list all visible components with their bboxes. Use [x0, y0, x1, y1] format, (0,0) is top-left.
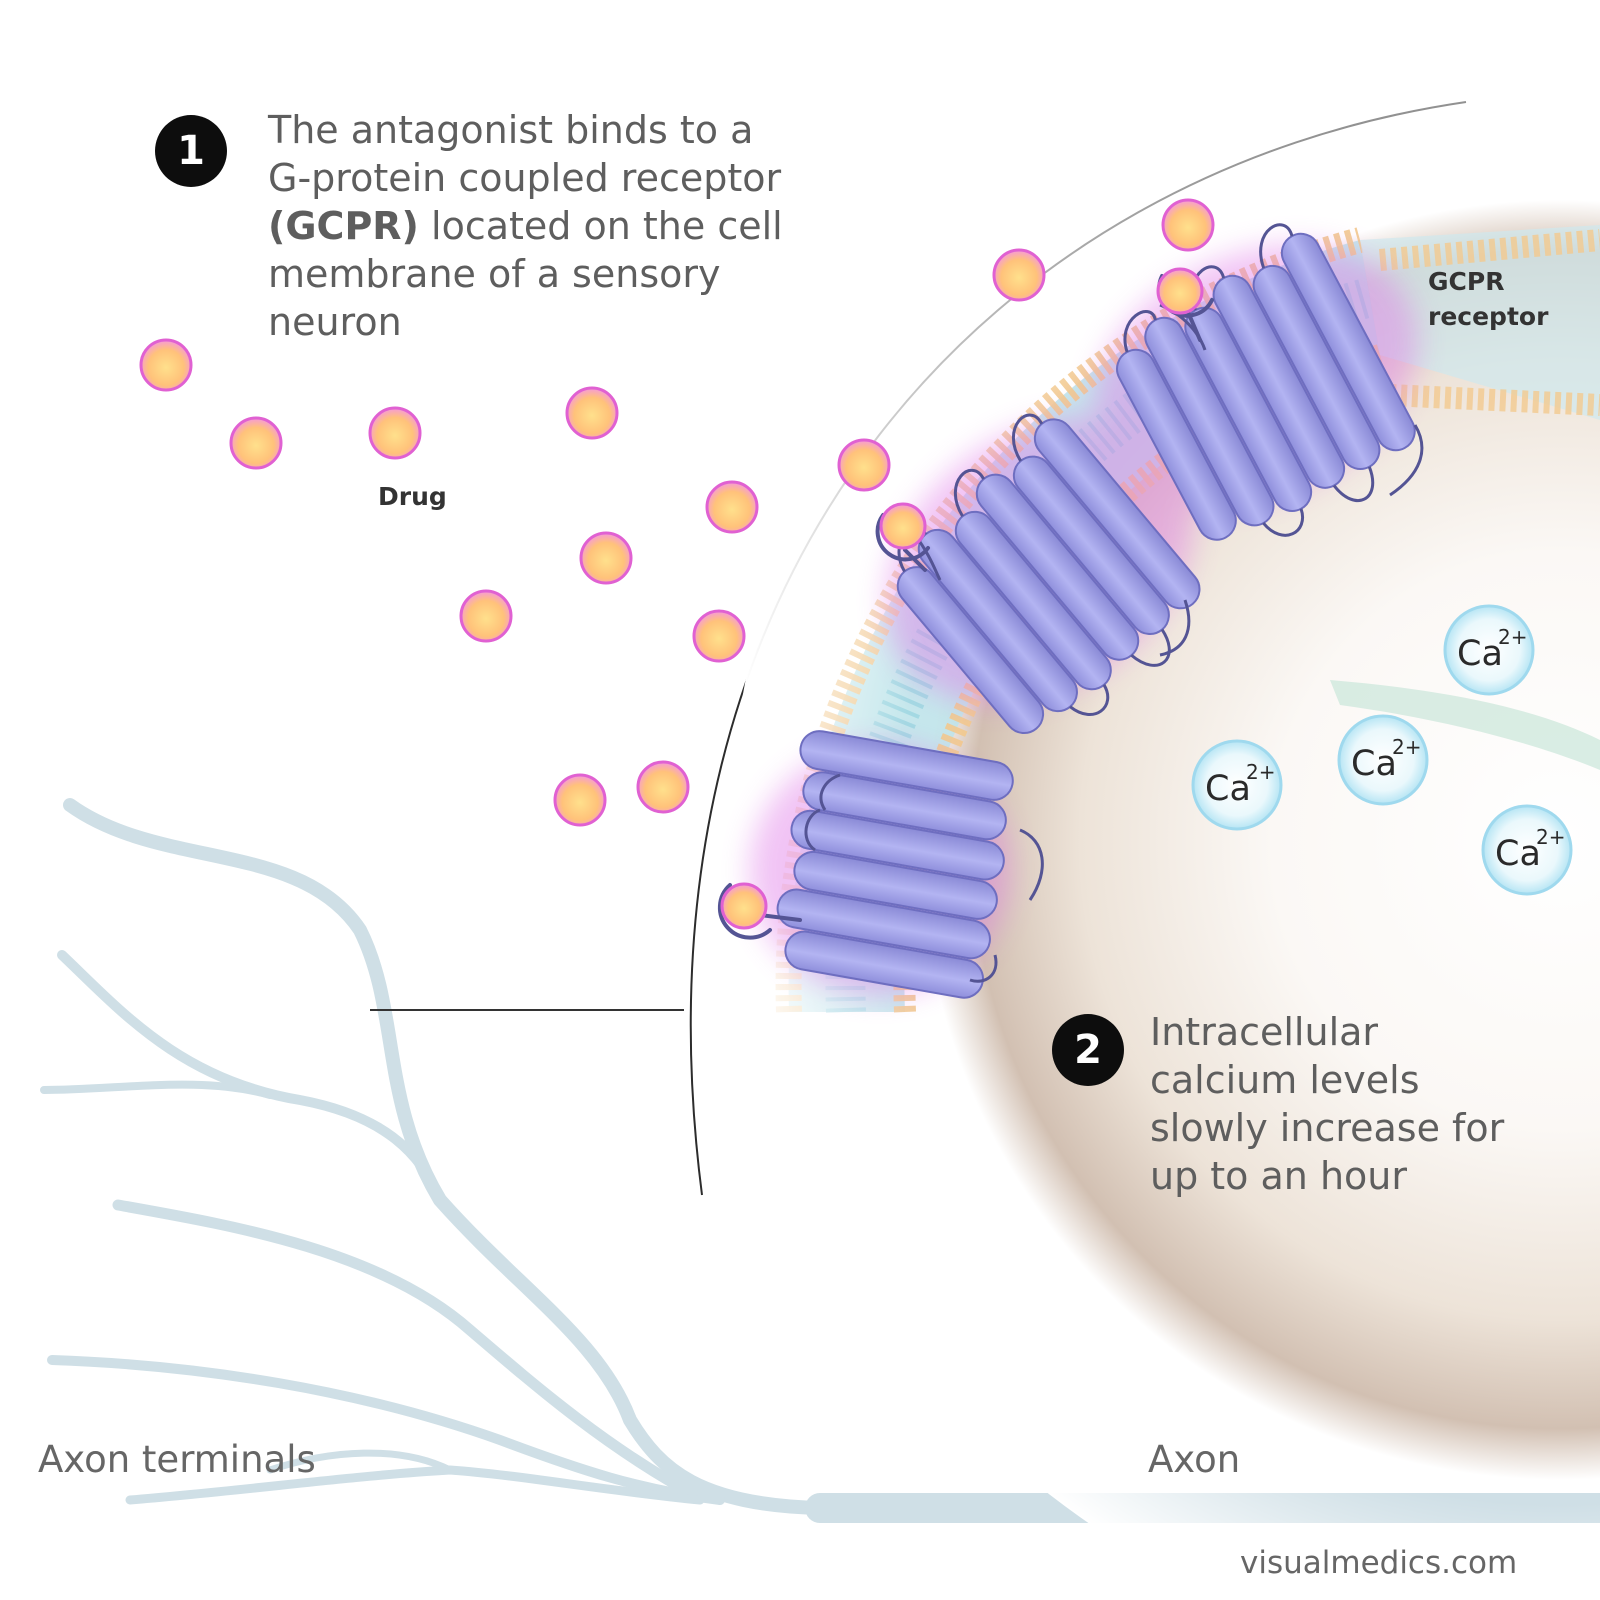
- ion-charge: 2+: [1246, 760, 1275, 784]
- ion-symbol: Ca: [1351, 744, 1397, 784]
- ion-charge: 2+: [1392, 735, 1421, 759]
- ion-symbol: Ca: [1457, 634, 1503, 674]
- drug-molecule: [139, 338, 193, 392]
- drug-label: Drug: [378, 482, 447, 511]
- drug-molecule: [636, 760, 690, 814]
- step-2-line: Intracellular: [1150, 1010, 1379, 1054]
- drug-molecule: [368, 406, 422, 460]
- drug-molecule: [579, 531, 633, 585]
- drug-molecule: [879, 502, 927, 550]
- drug-molecule: [720, 882, 768, 930]
- step-2-line: calcium levels: [1150, 1058, 1420, 1102]
- drug-molecule: [1161, 198, 1215, 252]
- drug-molecule: [837, 438, 891, 492]
- drug-molecule: [1156, 267, 1204, 315]
- step-1-text: The antagonist binds to a G-protein coup…: [268, 106, 888, 346]
- calcium-ion: Ca 2+: [1337, 714, 1429, 806]
- step-1-line: neuron: [268, 300, 402, 344]
- ion-charge: 2+: [1536, 825, 1565, 849]
- step-2-badge: 2: [1052, 1014, 1124, 1086]
- step-1-line: membrane of a sensory: [268, 252, 721, 296]
- gcpr-abbrev: (GCPR): [268, 204, 419, 248]
- step-2-line: up to an hour: [1150, 1154, 1408, 1198]
- axon-terminals-label: Axon terminals: [38, 1438, 316, 1481]
- drug-molecule: [705, 480, 759, 534]
- calcium-ions: Ca 2+ Ca 2+ Ca 2+ Ca 2+: [1191, 604, 1573, 896]
- calcium-ion: Ca 2+: [1481, 804, 1573, 896]
- drug-molecule: [565, 386, 619, 440]
- axon-label: Axon: [1148, 1438, 1241, 1481]
- ion-symbol: Ca: [1495, 834, 1541, 874]
- ion-charge: 2+: [1498, 625, 1527, 649]
- drug-molecule: [459, 589, 513, 643]
- step-2-text: Intracellular calcium levels slowly incr…: [1150, 1008, 1590, 1200]
- drug-molecule: [553, 773, 607, 827]
- step-1-line: The antagonist binds to a: [268, 108, 754, 152]
- calcium-ion: Ca 2+: [1191, 739, 1283, 831]
- receptor-label-line2: receptor: [1428, 302, 1549, 331]
- gcpr-receptor-top: [1116, 223, 1424, 541]
- step-2-line: slowly increase for: [1150, 1106, 1505, 1150]
- receptor-label: GCPR receptor: [1428, 264, 1548, 334]
- gcpr-receptor-bottom: [776, 730, 1044, 999]
- drug-molecules: [139, 198, 1215, 930]
- receptor-label-line1: GCPR: [1428, 267, 1505, 296]
- step-1-badge: 1: [155, 115, 227, 187]
- credit-text: visualmedics.com: [1240, 1545, 1518, 1581]
- step-1-line: (GCPR) located on the cell: [268, 202, 888, 250]
- ion-symbol: Ca: [1205, 769, 1251, 809]
- step-1-line: G-protein coupled receptor: [268, 156, 782, 200]
- gcpr-receptor-middle: [896, 413, 1201, 735]
- drug-molecule: [992, 248, 1046, 302]
- step-1-line-rest: located on the cell: [418, 204, 783, 248]
- calcium-ion: Ca 2+: [1443, 604, 1535, 696]
- drug-molecule: [229, 416, 283, 470]
- drug-molecule: [692, 609, 746, 663]
